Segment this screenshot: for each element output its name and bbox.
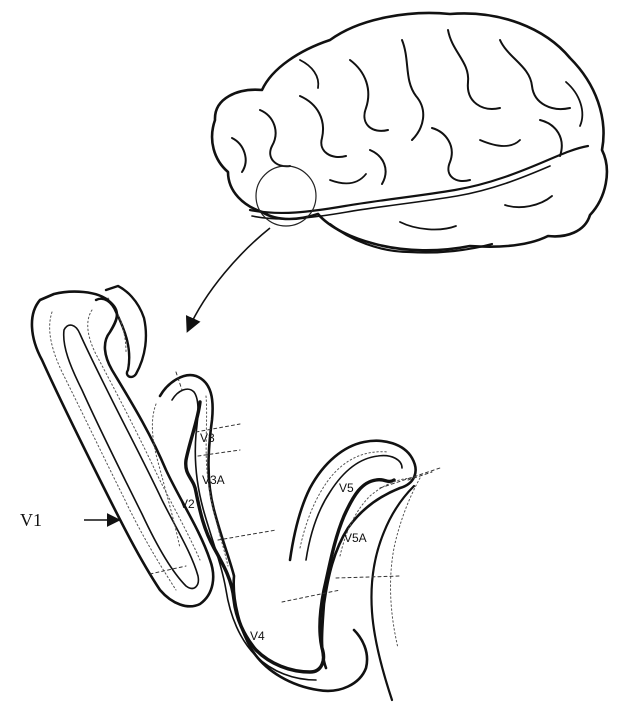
- label-v5: V5: [339, 481, 354, 495]
- label-v1: V1: [20, 510, 42, 530]
- section-central-gyrus-outer: [160, 375, 367, 691]
- section-v1-gyrus-inner: [64, 325, 199, 588]
- label-v3: V3: [200, 431, 215, 445]
- cortical-section: [32, 286, 440, 700]
- brain-outline: [212, 13, 607, 250]
- area-labels: V1 V3 V3A V2 V5 V5A V4: [20, 431, 367, 643]
- label-v2: V2: [180, 497, 195, 511]
- brain-illustration: [212, 13, 607, 253]
- section-top-hook: [96, 286, 146, 377]
- section-v1-gyrus-outer: [32, 292, 213, 607]
- label-v3a: V3A: [202, 473, 225, 487]
- magnify-arrow: [188, 228, 270, 330]
- section-right-gyrus-outer: [290, 441, 416, 668]
- label-v5a: V5A: [344, 531, 367, 545]
- label-v4: V4: [250, 629, 265, 643]
